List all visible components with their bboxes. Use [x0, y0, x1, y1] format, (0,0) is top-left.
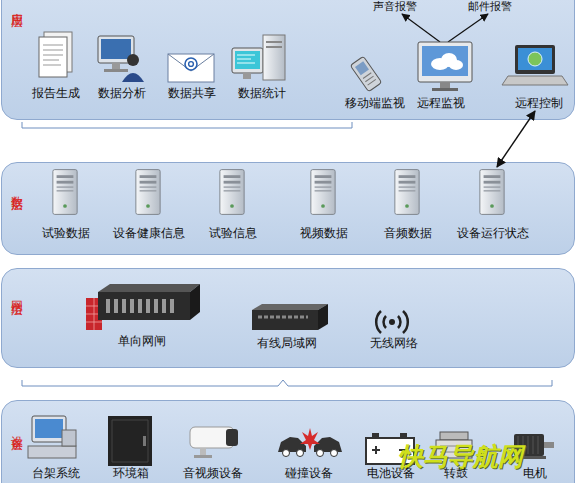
component-label: 电池设备: [359, 465, 423, 481]
component-node: 试验数据: [31, 167, 101, 241]
watermark: 快马导航网: [398, 443, 523, 470]
component-label: 报告生成: [23, 85, 89, 101]
component-label: 碰撞设备: [276, 465, 342, 481]
connector-arrow: [497, 111, 535, 167]
component-node: 数据共享: [159, 31, 225, 101]
component-label: 有线局域网: [246, 335, 328, 351]
alarm-label: 声音报警: [373, 0, 417, 13]
document-icon: [39, 32, 72, 77]
bracket: [22, 380, 552, 386]
component-node: 无线网络: [366, 306, 422, 351]
layer-label: 网络层: [8, 291, 25, 297]
component-node: 音视频设备: [177, 413, 249, 481]
component-label: 音频数据: [373, 225, 443, 241]
component-node: 远程监视: [409, 41, 473, 111]
component-node: 报告生成: [23, 31, 89, 101]
layer-band: 网络层单向网闸 有线局域网 无线网络: [1, 268, 575, 368]
component-node: 碰撞设备: [276, 413, 342, 481]
component-label: 电机: [509, 465, 561, 481]
component-label: 数据统计: [229, 85, 295, 101]
component-node: 单向网闸: [81, 285, 203, 349]
laptop-icon: [502, 45, 568, 85]
component-node: 数据统计: [229, 31, 295, 101]
component-node: 试验信息: [198, 167, 268, 241]
component-node: 有线局域网: [246, 301, 328, 351]
component-label: 试验信息: [198, 225, 268, 241]
alarm-arrow: [448, 14, 488, 42]
remote-monitor-icon: [418, 42, 472, 91]
component-node: 数据分析: [89, 31, 155, 101]
component-label: 无线网络: [366, 335, 422, 351]
component-label: 数据分析: [89, 85, 155, 101]
bracket: [22, 122, 352, 128]
layer-band: 应用层报告生成数据分析数据共享数据统计移动端监视远程监视 远程控制: [1, 0, 575, 120]
component-node: 视频数据: [289, 167, 359, 241]
switch-icon: [252, 304, 328, 330]
component-node: 设备运行状态: [451, 167, 535, 241]
analyst-icon: [98, 36, 144, 82]
layer-band: 数据层试验数据设备健康信息试验信息 视频数据音频数据设备运行状态: [1, 162, 575, 255]
component-node: 远程控制: [504, 45, 574, 111]
gateway-icon: [86, 284, 200, 330]
component-label: 试验数据: [31, 225, 101, 241]
component-label: 设备健康信息: [107, 225, 191, 241]
alarm-arrow: [402, 14, 440, 42]
layer-label: 设备层: [8, 426, 25, 432]
crash-icon: [278, 428, 342, 457]
component-label: 音视频设备: [177, 465, 249, 481]
email-icon: [168, 54, 214, 82]
alarm-label: 邮件报警: [468, 0, 512, 13]
server-icons: [53, 170, 504, 215]
component-label: 远程监视: [409, 95, 473, 111]
wifi-icon: [376, 311, 408, 333]
bench-icon: [28, 416, 76, 458]
phone-icon: [350, 56, 381, 91]
layer-label: 数据层: [8, 186, 25, 192]
component-node: 音频数据: [373, 167, 443, 241]
component-node: 环境箱: [101, 413, 161, 481]
component-label: 远程控制: [504, 95, 574, 111]
component-label: 台架系统: [23, 465, 89, 481]
component-node: 设备健康信息: [107, 167, 191, 241]
component-label: 设备运行状态: [451, 225, 535, 241]
component-node: 移动端监视: [337, 57, 413, 111]
layer-band: 设备层台架系统环境箱音视频设备 碰撞设备 电池设备转鼓 电机: [1, 400, 575, 483]
chamber-icon: [108, 416, 152, 466]
component-label: 转鼓: [431, 465, 481, 481]
component-label: 环境箱: [101, 465, 161, 481]
component-label: 视频数据: [289, 225, 359, 241]
component-label: 移动端监视: [337, 95, 413, 111]
component-node: 台架系统: [23, 413, 89, 481]
component-label: 单向网闸: [81, 333, 203, 349]
statistics-icon: [232, 35, 285, 80]
component-label: 数据共享: [159, 85, 225, 101]
camera-icon: [190, 427, 238, 458]
layer-label: 应用层: [8, 3, 25, 9]
